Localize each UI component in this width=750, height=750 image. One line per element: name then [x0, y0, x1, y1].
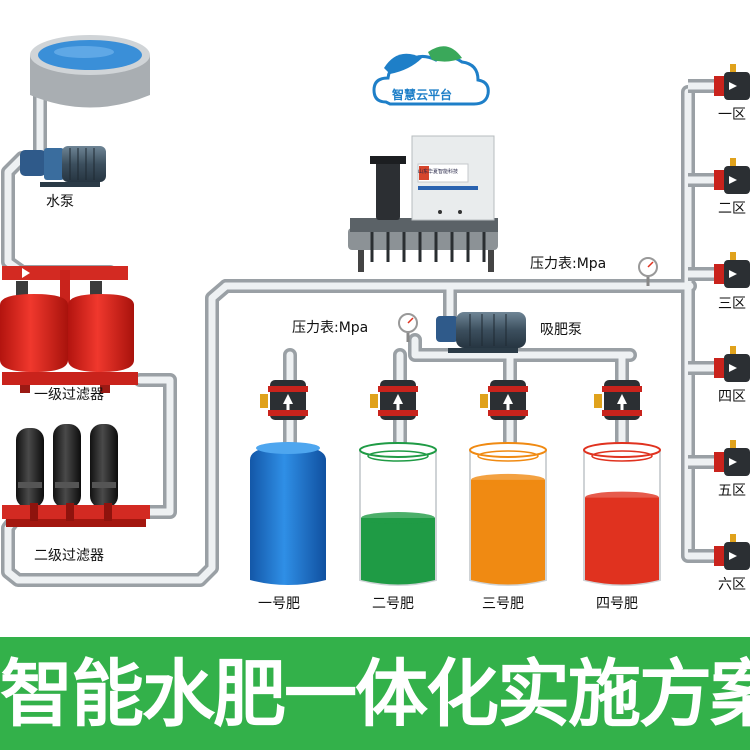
main-pressure-gauge-label: 压力表:Mpa — [530, 256, 607, 272]
primary-filter — [0, 266, 138, 393]
zone-valve — [714, 64, 750, 100]
controller-cabinet — [348, 135, 498, 272]
fertilizer-pressure-gauge-label: 压力表:Mpa — [292, 320, 369, 336]
tank-liquid — [585, 497, 659, 585]
pressure-gauge-main — [638, 257, 658, 286]
controller-screen-text: 山东华夏智能科技 — [418, 169, 459, 175]
zone-valve — [714, 252, 750, 288]
primary-filter-label: 一级过滤器 — [34, 387, 104, 403]
zone-label: 四区 — [718, 389, 746, 405]
zone-label: 三区 — [718, 296, 746, 312]
tank-valve — [594, 380, 642, 420]
tank-valve — [370, 380, 418, 420]
fertilizer-tank — [359, 442, 437, 586]
tank-liquid — [361, 518, 435, 585]
water-pump — [20, 146, 106, 187]
zone-valves — [714, 64, 750, 570]
zone-label: 一区 — [718, 107, 746, 123]
secondary-filter-label: 二级过滤器 — [34, 548, 104, 564]
tank-body — [250, 446, 326, 585]
cloud-platform-icon — [372, 46, 490, 106]
pipe-network — [1, 61, 697, 587]
tank-valve — [260, 380, 308, 420]
fertilizer-tank — [250, 442, 326, 585]
tank-label: 三号肥 — [482, 596, 524, 612]
fertilizer-tank — [469, 442, 547, 586]
fertilizer-pump-label: 吸肥泵 — [540, 322, 582, 338]
zone-label: 六区 — [718, 577, 746, 593]
zone-label: 五区 — [718, 483, 746, 499]
pressure-gauge-fertilizer — [398, 313, 418, 342]
zone-valve — [714, 346, 750, 382]
secondary-filter — [2, 424, 150, 527]
banner-title: 智能水肥一体化实施方案 — [0, 652, 750, 737]
tank-valve — [480, 380, 528, 420]
tank-label: 四号肥 — [596, 596, 638, 612]
water-pump-label: 水泵 — [46, 194, 74, 210]
cloud-platform-label: 智慧云平台 — [392, 88, 453, 102]
tank-valves — [260, 380, 642, 420]
tank-liquid — [471, 479, 545, 585]
tank-label: 一号肥 — [258, 596, 300, 612]
fertilizer-pump — [436, 312, 526, 353]
fertilizer-tank — [583, 442, 661, 586]
title-banner — [0, 637, 750, 750]
zone-valve — [714, 158, 750, 194]
tank-label: 二号肥 — [372, 596, 414, 612]
zone-valve — [714, 440, 750, 476]
fertilizer-tanks — [250, 442, 661, 586]
zone-label: 二区 — [718, 201, 746, 217]
zone-valve — [714, 534, 750, 570]
water-reservoir — [30, 35, 150, 108]
